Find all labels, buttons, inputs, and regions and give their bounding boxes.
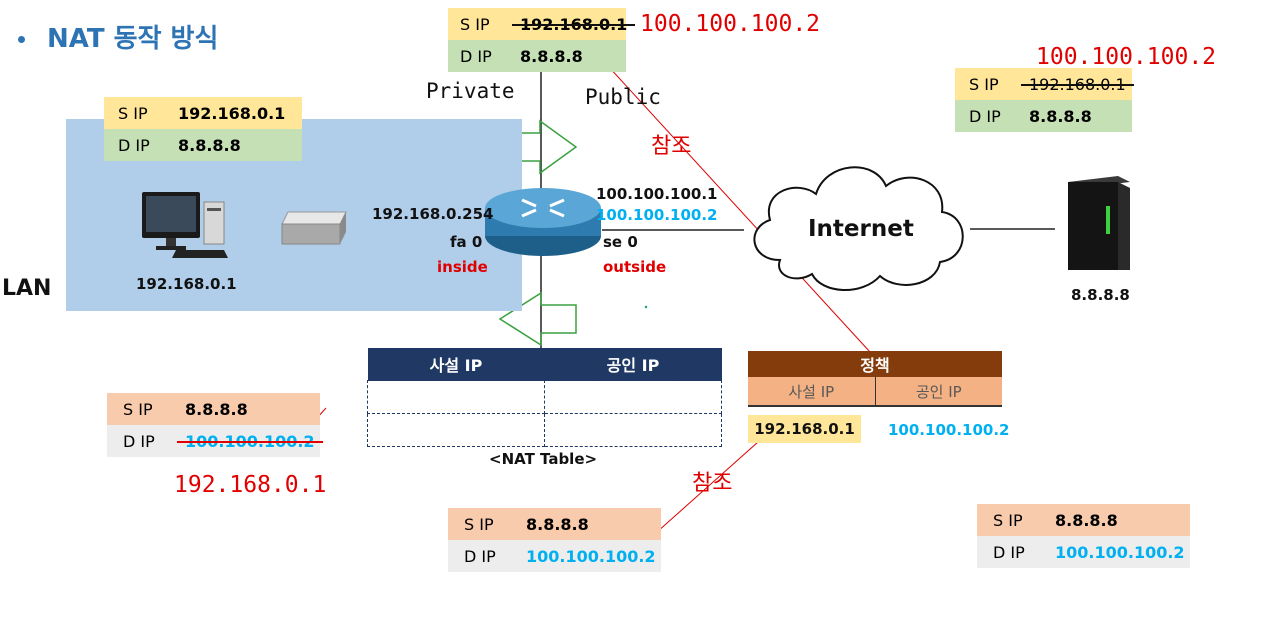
router-outside-ip2: 100.100.100.2 xyxy=(596,206,718,224)
dip-label: D IP xyxy=(464,546,496,566)
router-icon xyxy=(485,188,601,256)
nat-table-cell xyxy=(367,413,545,447)
sip-value: 8.8.8.8 xyxy=(1055,510,1118,530)
reference-line-top xyxy=(607,65,871,353)
reference-label-bottom: 참조 xyxy=(692,471,733,496)
policy-col-public: 공인 IP xyxy=(915,382,962,401)
nat-table-col-private: 사설 IP xyxy=(367,348,545,381)
sip-label: S IP xyxy=(123,399,153,419)
public-label: Public xyxy=(585,85,661,109)
title-text: NAT 동작 방식 xyxy=(47,24,219,54)
dip-value: 100.100.100.2 xyxy=(1055,542,1185,562)
dip-value: 100.100.100.2 xyxy=(177,431,323,451)
reference-line-bottom xyxy=(647,441,759,541)
sip-label: S IP xyxy=(993,510,1023,530)
sip-value: 8.8.8.8 xyxy=(526,514,589,534)
sip-label: S IP xyxy=(118,103,148,123)
policy-subheader: 사설 IP 공인 IP xyxy=(748,377,1002,405)
dip-value: 100.100.100.2 xyxy=(526,546,656,566)
internet-packet-dip-row: D IP 8.8.8.8 xyxy=(955,100,1132,132)
return-left-dip-row: D IP 100.100.100.2 xyxy=(107,425,323,457)
return-right-dip-row: D IP 100.100.100.2 xyxy=(977,536,1190,568)
router-inside-iface: fa 0 xyxy=(450,233,483,251)
dip-label: D IP xyxy=(969,106,1001,126)
page-title: NAT 동작 방식 xyxy=(18,18,218,55)
sip-value: 192.168.0.1 xyxy=(1021,74,1134,94)
bullet-icon xyxy=(18,36,25,43)
translated-sip: 100.100.100.2 xyxy=(640,11,821,37)
dip-value: 8.8.8.8 xyxy=(1029,106,1092,126)
server-icon xyxy=(1068,176,1130,270)
sip-label: S IP xyxy=(464,514,494,534)
dip-value: 8.8.8.8 xyxy=(178,135,241,155)
desktop-pc-icon xyxy=(142,192,228,258)
server-ip-label: 8.8.8.8 xyxy=(1071,286,1130,304)
nat-table-cell xyxy=(367,380,545,414)
top-packet-sip-row: S IP 192.168.0.1 xyxy=(448,8,636,40)
private-label: Private xyxy=(426,79,515,103)
nat-table-cell xyxy=(544,380,722,414)
return-middle-sip-row: S IP 8.8.8.8 xyxy=(448,508,661,540)
lan-packet-sip-row: S IP 192.168.0.1 xyxy=(104,97,302,129)
sip-label: S IP xyxy=(460,14,490,34)
policy-underline xyxy=(748,405,1002,407)
internet-cloud-icon xyxy=(753,166,964,291)
router-inside-ip: 192.168.0.254 xyxy=(372,205,494,223)
lan-packet-dip-row: D IP 8.8.8.8 xyxy=(104,129,302,161)
top-packet-dip-row: D IP 8.8.8.8 xyxy=(448,40,626,72)
inbound-arrow-icon xyxy=(498,291,577,347)
sip-label: S IP xyxy=(969,74,999,94)
nat-table: 사설 IP 공인 IP xyxy=(367,348,722,447)
dip-label: D IP xyxy=(993,542,1025,562)
nat-table-caption: <NAT Table> xyxy=(489,450,598,468)
policy-public-ip: 100.100.100.2 xyxy=(888,421,1010,439)
policy-private-ip: 192.168.0.1 xyxy=(748,415,861,443)
router-outside-iface: se 0 xyxy=(603,233,638,251)
sip-value: 192.168.0.1 xyxy=(178,103,286,123)
router-outside-ip1: 100.100.100.1 xyxy=(596,185,718,203)
translated-sip: 100.100.100.2 xyxy=(1036,44,1217,70)
lan-label: LAN xyxy=(2,276,52,301)
nat-table-col-public: 공인 IP xyxy=(544,348,722,381)
router-outside-role: outside xyxy=(603,258,667,276)
switch-icon xyxy=(281,211,347,245)
marker-dot xyxy=(644,305,648,309)
nat-table-cell xyxy=(544,413,722,447)
pc-ip-label: 192.168.0.1 xyxy=(136,275,237,293)
sip-value: 8.8.8.8 xyxy=(185,399,248,419)
dip-value: 8.8.8.8 xyxy=(520,46,583,66)
internet-packet-sip-row: S IP 192.168.0.1 xyxy=(955,68,1134,100)
internet-label: Internet xyxy=(808,216,914,242)
translated-dip: 192.168.0.1 xyxy=(174,472,327,498)
reference-label-top: 참조 xyxy=(651,134,692,159)
policy-col-private: 사설 IP xyxy=(748,377,876,405)
return-left-sip-row: S IP 8.8.8.8 xyxy=(107,393,320,425)
router-inside-role: inside xyxy=(437,258,488,276)
return-middle-dip-row: D IP 100.100.100.2 xyxy=(448,540,661,572)
dip-label: D IP xyxy=(123,431,155,451)
return-right-sip-row: S IP 8.8.8.8 xyxy=(977,504,1190,536)
dip-label: D IP xyxy=(118,135,150,155)
policy-header: 정책 xyxy=(748,351,1002,377)
sip-value: 192.168.0.1 xyxy=(511,14,636,34)
dip-label: D IP xyxy=(460,46,492,66)
